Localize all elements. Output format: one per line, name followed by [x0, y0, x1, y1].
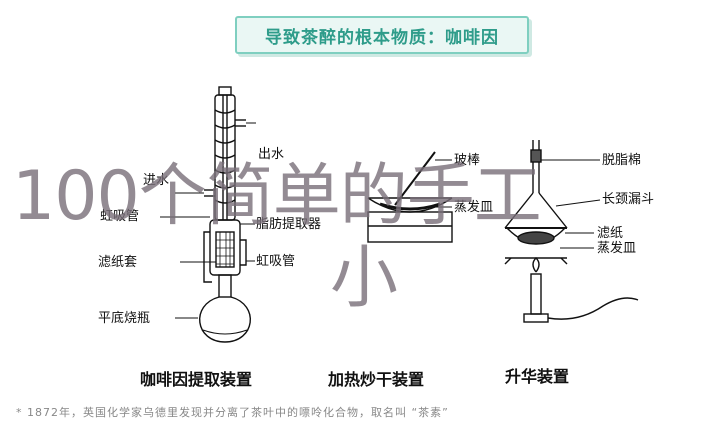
label-sublimation-dish: 蒸发皿	[597, 240, 636, 256]
label-water-out: 出水	[258, 147, 284, 162]
caption-heating: 加热炒干装置	[327, 370, 424, 389]
label-water-in: 进水	[143, 173, 169, 188]
footnote: * 1872年，英国化学家乌德里发现并分离了茶叶中的嘌呤化合物，取名叫 “茶素”	[16, 406, 449, 419]
flask-neck	[218, 274, 232, 298]
label-evaporating-dish: 蒸发皿	[454, 199, 493, 215]
label-siphon-tube: 虹吸管	[256, 254, 295, 269]
siphon-right-tube	[240, 239, 247, 266]
caption-sublimation: 升华装置	[505, 367, 569, 386]
alcohol-lamp	[530, 273, 542, 315]
label-flask: 平底烧瓶	[98, 310, 150, 326]
title-banner: 导致茶醉的根本物质：咖啡因	[235, 16, 529, 54]
siphon-side-tube	[203, 231, 212, 283]
water-bath	[367, 211, 453, 243]
funnel-cone	[504, 192, 568, 229]
caption-extraction: 咖啡因提取装置	[140, 370, 252, 389]
sublimation-apparatus	[504, 140, 639, 323]
label-siphon: 虹吸管	[100, 209, 139, 224]
gas-hose	[547, 297, 639, 320]
label-filter-sleeve: 滤纸套	[98, 254, 137, 270]
label-extractor: 脂肪提取器	[256, 216, 321, 232]
label-cotton: 脱脂棉	[602, 153, 641, 168]
flat-bottom-flask	[199, 296, 251, 343]
soxhlet-apparatus	[160, 86, 256, 343]
cotton-plug	[530, 149, 542, 163]
heating-apparatus	[367, 151, 453, 243]
glass-rod	[394, 151, 436, 206]
crystals	[517, 231, 555, 245]
burner-flame	[532, 257, 540, 273]
condenser-coil	[214, 109, 236, 204]
label-glass-rod: 玻棒	[454, 153, 480, 168]
condenser-top	[218, 86, 232, 96]
thimble	[215, 231, 235, 268]
label-filter-paper: 滤纸	[597, 226, 623, 241]
label-funnel: 长颈漏斗	[602, 191, 654, 207]
page-title: 导致茶醉的根本物质：咖啡因	[265, 27, 499, 48]
